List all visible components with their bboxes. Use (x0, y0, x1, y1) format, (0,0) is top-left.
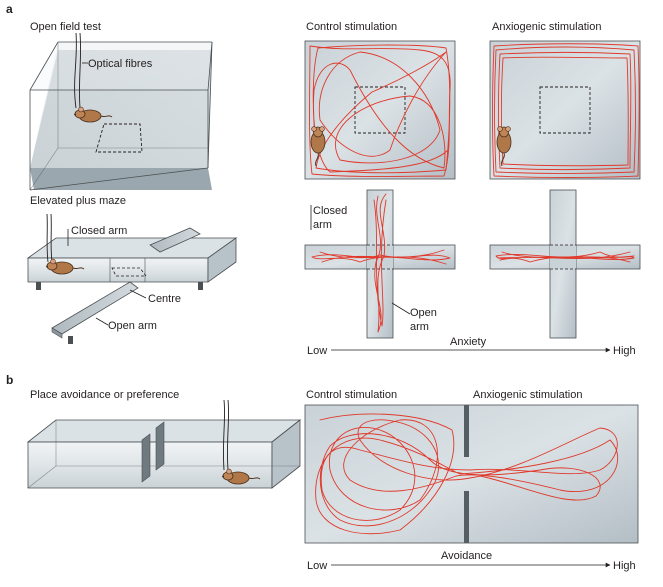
optical-fibre-icon (74, 32, 77, 109)
place-preference-apparatus (26, 419, 302, 489)
avoidance-scale-high: High (613, 560, 636, 572)
divider-bottom (464, 491, 469, 543)
control-stim-label-b: Control stimulation (306, 389, 397, 401)
epm-anxiogenic-track (495, 251, 635, 263)
optical-fibre-icon (222, 399, 226, 471)
open-field-title: Open field test (30, 21, 101, 33)
avoidance-scale-label: Avoidance (441, 550, 492, 562)
panel-b-letter: b (6, 373, 13, 387)
centre-label: Centre (148, 293, 181, 305)
optical-fibre-icon (50, 213, 53, 263)
epm-control-track (311, 193, 451, 333)
closed-arm-label-trace-1: Closed (313, 205, 347, 217)
centre-zone-marker (539, 86, 591, 134)
place-avoidance-title: Place avoidance or preference (30, 389, 179, 401)
open-arm-label-trace-2: arm (410, 321, 429, 333)
divider-top (464, 405, 469, 457)
centre-zone-marker (354, 86, 406, 134)
open-arm-label: Open arm (108, 320, 157, 332)
avoidance-scale-low: Low (307, 560, 327, 572)
anxiety-scale-low: Low (307, 345, 327, 357)
closed-arm-label: Closed arm (71, 225, 127, 237)
epm-title: Elevated plus maze (30, 195, 126, 207)
epm-anxiogenic-maze (489, 189, 641, 339)
optical-fibre-icon (226, 399, 230, 471)
anxiety-scale-label: Anxiety (450, 336, 487, 348)
elevated-plus-maze (26, 227, 238, 344)
open-field-anxiogenic-arena (489, 40, 641, 180)
closed-arm-label-trace-2: arm (313, 219, 332, 231)
open-field-control-track (312, 44, 451, 174)
open-arm-label-trace-1: Open (410, 307, 437, 319)
open-field-anxiogenic-track (492, 43, 640, 178)
anxiogenic-stim-label-b: Anxiogenic stimulation (473, 389, 582, 401)
place-avoidance-track (315, 413, 619, 535)
control-stim-label-a: Control stimulation (306, 21, 397, 33)
centre-zone-marker (111, 267, 147, 277)
optical-fibre-icon (46, 213, 49, 263)
anxiety-scale-high: High (613, 345, 636, 357)
optical-fibre-icon (78, 32, 82, 109)
panel-a-letter: a (6, 2, 13, 16)
optical-fibres-label: Optical fibres (88, 58, 153, 70)
anxiogenic-stim-label-a: Anxiogenic stimulation (492, 21, 601, 33)
